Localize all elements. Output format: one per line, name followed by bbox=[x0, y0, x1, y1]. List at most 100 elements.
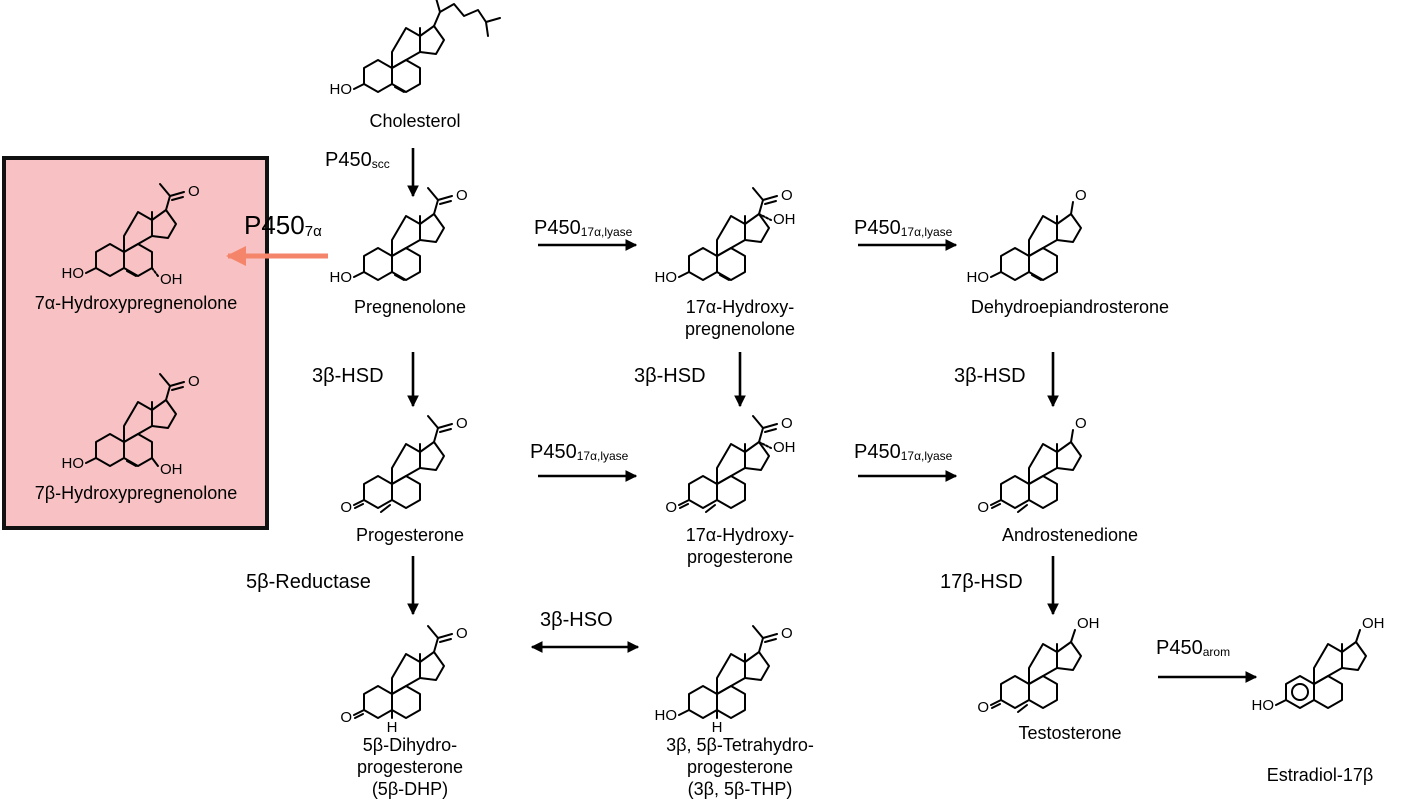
c17-keto-label: O bbox=[1075, 415, 1087, 432]
c17-beta-hydroxyl-label: OH bbox=[1077, 615, 1100, 632]
double-bond-c4-c5 bbox=[380, 504, 391, 513]
lyase-sub: 17α,lyase bbox=[576, 449, 629, 463]
double-bond-c4-c5 bbox=[705, 504, 716, 513]
p450arom-label: P450arom bbox=[1156, 636, 1230, 664]
c3-bond bbox=[678, 499, 690, 506]
17a-hydroxypregnenolone-line-2: pregnenolone bbox=[684, 319, 796, 339]
ring-a bbox=[688, 247, 718, 281]
5b-dhp-line-1: 5β-Dihydro- bbox=[362, 735, 458, 755]
5b-dhp-label: 5β-Dihydro- progesterone (5β-DHP) bbox=[320, 734, 500, 800]
lyase-label-mid-left: P45017α,lyase bbox=[530, 440, 628, 468]
p450scc-label: P450scc bbox=[325, 148, 390, 176]
ring-a bbox=[363, 59, 393, 93]
ring-c bbox=[391, 653, 421, 695]
double-bond-c4-c5 bbox=[1017, 704, 1028, 713]
androstenedione-label: Androstenedione bbox=[1001, 525, 1139, 545]
c3-hydroxyl-label: HO bbox=[1252, 697, 1275, 714]
7-hydroxylation-highlight-box bbox=[2, 156, 269, 530]
acetyl-double-bond bbox=[171, 196, 184, 201]
progesterone-structure: OO bbox=[340, 415, 468, 516]
17a-hydroxyprogesterone-line-2: progesterone bbox=[686, 547, 794, 567]
c3-hydroxyl-label: HO bbox=[330, 81, 353, 98]
acetyl-double-bond bbox=[171, 386, 184, 391]
ring-d bbox=[419, 441, 445, 471]
lyase-base: P450 bbox=[854, 441, 901, 463]
double-bond-c5-c6 bbox=[394, 274, 405, 281]
lyase-label-mid-right: P45017α,lyase bbox=[854, 440, 952, 468]
ring-d bbox=[1056, 213, 1082, 243]
ring-d bbox=[1056, 441, 1082, 471]
17a-hydroxypregnenolone-label: 17α-Hydroxy- pregnenolone bbox=[640, 296, 840, 340]
7b-hydroxypregnenolone-label: 7β-Hydroxypregnenolone bbox=[34, 483, 238, 503]
c3-oxo-label: O bbox=[977, 499, 989, 516]
ring-a bbox=[363, 685, 393, 719]
c17-keto-bond bbox=[1070, 429, 1074, 443]
ring-d bbox=[419, 651, 445, 681]
ring-a bbox=[95, 433, 125, 467]
acetyl-methyl bbox=[159, 183, 171, 197]
ring-c bbox=[716, 215, 746, 257]
c7-bond bbox=[151, 457, 159, 467]
lyase-base: P450 bbox=[534, 217, 581, 239]
c3-double-bond bbox=[354, 503, 364, 509]
c3-hydroxyl-label: HO bbox=[967, 269, 990, 286]
ring-a bbox=[363, 475, 393, 509]
p450scc-sub: scc bbox=[371, 157, 390, 171]
c7-hydroxyl-label: OH bbox=[160, 461, 183, 478]
h5-label: H bbox=[387, 719, 398, 736]
17a-hydroxyprogesterone-line-1: 17α-Hydroxy- bbox=[685, 525, 795, 545]
c3-double-bond bbox=[354, 713, 364, 719]
acetyl-double-bond bbox=[439, 200, 452, 205]
ring-c bbox=[123, 211, 153, 253]
3b-hsd-label-center: 3β-HSD bbox=[634, 365, 706, 387]
ring-d bbox=[419, 213, 445, 243]
testosterone-label: Testosterone bbox=[1018, 723, 1122, 743]
ring-c bbox=[1028, 215, 1058, 257]
acetyl-oxo-label: O bbox=[781, 625, 793, 642]
p450-7a-sub: 7α bbox=[304, 223, 322, 240]
p450arom-base: P450 bbox=[1156, 637, 1203, 659]
double-bond-c5-c6 bbox=[126, 460, 137, 467]
double-bond-c5-c6 bbox=[719, 274, 730, 281]
c3-bond bbox=[990, 699, 1002, 706]
ring-d bbox=[419, 25, 445, 55]
c3-hydroxyl-label: HO bbox=[62, 265, 85, 282]
c17-hydroxyl-label: OH bbox=[773, 439, 796, 456]
p450-7a-base: P450 bbox=[244, 210, 305, 240]
ring-d bbox=[1056, 641, 1082, 671]
pregnenolone-structure: HOO bbox=[330, 187, 468, 286]
dhea-label: Dehydroepiandrosterone bbox=[970, 297, 1170, 317]
5b-dhp-line-3: (5β-DHP) bbox=[371, 779, 449, 799]
acetyl-oxo-label: O bbox=[781, 415, 793, 432]
lyase-sub: 17α,lyase bbox=[900, 449, 953, 463]
c3-oxo-label: O bbox=[340, 709, 352, 726]
acetyl-oxo-label: O bbox=[456, 625, 468, 642]
5b-dhp-line-2: progesterone bbox=[356, 757, 464, 777]
lyase-sub: 17α,lyase bbox=[580, 225, 633, 239]
acetyl-double-bond bbox=[439, 638, 452, 643]
ring-d bbox=[1341, 641, 1367, 671]
c7-bond bbox=[151, 267, 159, 277]
3b-hsd-label-right: 3β-HSD bbox=[954, 365, 1026, 387]
3b-hsd-label-left: 3β-HSD bbox=[312, 365, 384, 387]
c3-hydroxyl-label: HO bbox=[62, 455, 85, 472]
ring-c bbox=[391, 215, 421, 257]
ring-d bbox=[151, 399, 177, 429]
17a-hydroxyprogesterone-label: 17α-Hydroxy- progesterone bbox=[640, 524, 840, 568]
acetyl-oxo-label: O bbox=[188, 373, 200, 390]
testosterone-structure: OOH bbox=[977, 615, 1099, 716]
lyase-label-top-left: P45017α,lyase bbox=[534, 216, 632, 244]
side-chain-methyl bbox=[435, 0, 441, 13]
c3-bond bbox=[990, 271, 1002, 278]
ring-c bbox=[391, 443, 421, 485]
ring-c bbox=[1028, 643, 1058, 685]
ring-d bbox=[744, 441, 770, 471]
c3-bond bbox=[353, 83, 365, 90]
cholesterol-side-chain bbox=[433, 3, 501, 27]
c17-keto-label: O bbox=[1075, 187, 1087, 204]
acetyl-double-bond bbox=[439, 428, 452, 433]
ring-c bbox=[716, 443, 746, 485]
ring-a bbox=[688, 475, 718, 509]
